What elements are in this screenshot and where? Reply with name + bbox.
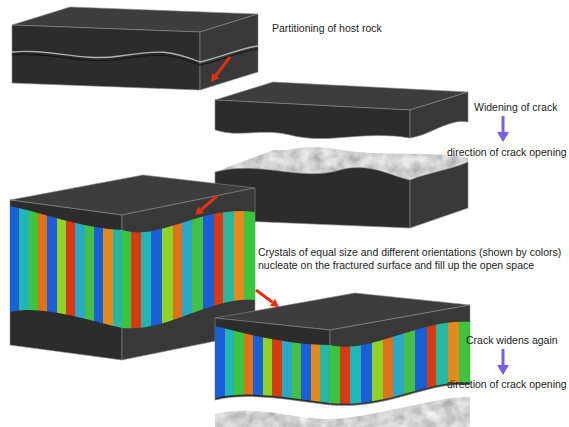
block-front-face — [215, 100, 410, 139]
block-side-face — [410, 162, 468, 228]
direction-arrow — [502, 349, 505, 365]
crystal-band — [330, 322, 470, 404]
fracture-surface — [215, 397, 470, 427]
crystal-band — [10, 206, 122, 328]
block-front-face — [10, 200, 122, 360]
process-arrow-head — [195, 206, 204, 215]
block-front-face — [215, 318, 330, 405]
block-side-face — [330, 305, 470, 406]
block-side-face — [200, 14, 258, 90]
direction-arrow-head — [497, 365, 509, 375]
block-side-face — [410, 92, 468, 138]
annotation-label: Partitioning of host rock — [272, 22, 472, 35]
process-arrow — [256, 290, 273, 302]
direction-arrow — [502, 116, 505, 132]
annotation-label: Widening of crack — [474, 101, 569, 114]
annotation-label: direction of crack opening — [447, 378, 569, 391]
direction-arrow-head — [497, 132, 509, 142]
crack-line — [12, 49, 258, 65]
crystal-band — [122, 211, 255, 328]
process-arrow-head — [270, 299, 279, 307]
crystal-band — [215, 326, 330, 403]
process-arrow-head — [211, 73, 219, 82]
annotation-label: Crystals of equal size and different ori… — [258, 246, 569, 272]
annotation-label: direction of crack opening — [447, 146, 569, 159]
process-arrow — [201, 196, 217, 210]
annotation-label: Crack widens again — [466, 334, 569, 347]
process-arrow — [216, 57, 230, 76]
